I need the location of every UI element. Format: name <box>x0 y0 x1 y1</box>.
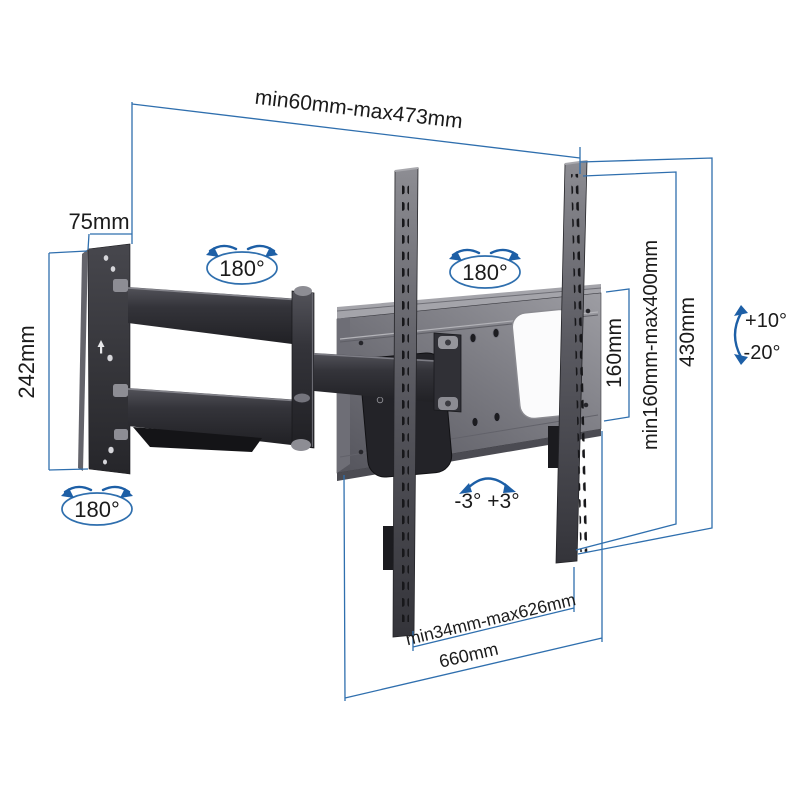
dim-bracket-height-label: 430mm <box>676 297 699 367</box>
dim-vesa-height-label: 160mm <box>603 318 626 388</box>
articulating-arms <box>127 286 315 452</box>
plate-small-holes <box>358 308 591 455</box>
dim-rail-span-bracket <box>412 567 575 651</box>
dim-vesa-height-bracket <box>603 288 630 422</box>
plate-top-crease <box>336 287 602 312</box>
rotation-arm-angle-label: 180° <box>219 256 265 281</box>
upper-arm-highlight <box>127 287 301 301</box>
vesa-screw-slots <box>469 328 501 427</box>
lower-arm <box>128 388 300 446</box>
plate-left-fold <box>337 317 350 473</box>
dim-extension-range-label: min60mm-max473mm <box>254 86 464 134</box>
rotation-base-angle-label: 180° <box>74 497 120 522</box>
lower-arm-highlight <box>127 388 301 402</box>
tilt-bracket-screws <box>438 336 458 410</box>
dim-vesa-range-label: min160mm-max400mm <box>640 240 662 450</box>
dim-wall-height-bracket <box>48 250 89 471</box>
upper-arm <box>128 287 300 345</box>
dimension-lines <box>48 102 713 702</box>
extension-arm <box>313 332 462 413</box>
wall-plate <box>78 243 131 475</box>
right-rail-slots <box>571 173 588 552</box>
dim-extension-line <box>131 103 581 159</box>
left-rail-top-cap <box>394 167 419 172</box>
dim-bracket-width-label: 660mm <box>437 639 500 672</box>
extension-arm-highlight <box>313 353 453 363</box>
dim-bracket-width-bracket <box>343 431 603 702</box>
level-adjust-label: -3° +3° <box>454 490 519 513</box>
extension-arm-bar <box>314 353 452 404</box>
dim-vesa-range-bracket <box>575 171 677 551</box>
dim-wall-plate-height-label: 242mm <box>14 325 39 398</box>
arm-link-column <box>291 290 315 449</box>
tilt-down-label: -20° <box>744 342 781 364</box>
tilt-bracket <box>433 332 462 413</box>
hinge-caps <box>291 286 312 451</box>
tilt-arrow-icon <box>733 305 748 365</box>
wall-plate-side-face <box>78 249 88 471</box>
level-arrow-icon <box>459 477 516 494</box>
tilt-up-label: +10° <box>745 310 787 332</box>
left-rail-slots <box>402 182 409 622</box>
vesa-rails <box>383 160 588 638</box>
wall-plate-screw-holes <box>103 255 116 465</box>
wall-plate-hinges <box>113 279 128 440</box>
dim-wall-plate-width-label: 75mm <box>68 209 129 234</box>
annotation-arrows <box>59 244 748 527</box>
dim-bracket-height-bracket <box>577 157 713 555</box>
dim-wall-width-bracket <box>87 233 132 251</box>
up-arrow-marking-icon <box>97 340 105 354</box>
rotation-tv-angle-label: 180° <box>462 260 508 285</box>
under-arm-bracket <box>133 427 262 452</box>
